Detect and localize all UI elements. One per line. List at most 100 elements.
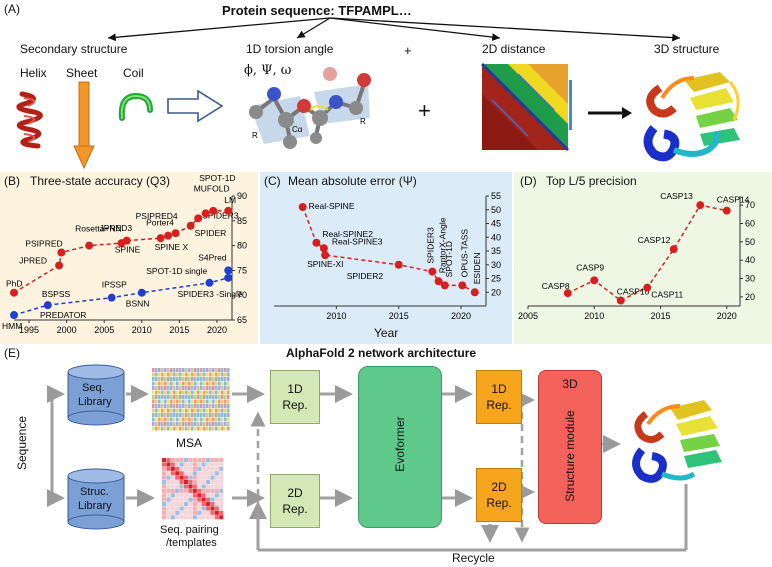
msa-cell — [185, 386, 188, 390]
msa-cell — [167, 408, 170, 413]
distance-map-image — [480, 62, 572, 152]
msa-cell — [185, 390, 188, 395]
point-label: CASP13 — [660, 191, 693, 201]
msa-cell — [194, 377, 197, 381]
msa-cell — [200, 395, 203, 399]
msa-cell — [203, 381, 206, 386]
heatmap-cell — [210, 480, 215, 485]
data-point — [171, 229, 180, 238]
heatmap-cell — [192, 480, 197, 485]
msa-cell — [164, 368, 167, 372]
msa-cell — [158, 417, 161, 422]
msa-cell — [188, 395, 191, 399]
heatmap-cell — [210, 466, 215, 471]
panel-e: (E) AlphaFold 2 network architecture — [0, 344, 772, 567]
heatmap-cell — [184, 506, 189, 511]
point-label: ESIDEN — [472, 253, 482, 285]
msa-cell — [215, 386, 218, 390]
heatmap-cell — [201, 506, 206, 511]
data-point — [394, 260, 403, 269]
msa-cell — [155, 417, 158, 422]
heatmap-cell — [175, 458, 180, 463]
heatmap-cell — [219, 506, 224, 511]
msa-cell — [221, 386, 224, 390]
heatmap-cell — [175, 515, 180, 520]
msa-cell — [200, 408, 203, 413]
data-point — [319, 244, 328, 253]
msa-cell — [155, 368, 158, 372]
rep-1d-right-box[interactable]: 1D Rep. — [476, 370, 522, 424]
msa-cell — [173, 417, 176, 422]
msa-cell — [167, 390, 170, 395]
y-tick-label: 75 — [237, 265, 247, 275]
evoformer-block[interactable]: Evoformer — [358, 366, 442, 528]
heatmap-cell — [219, 462, 224, 467]
msa-cell — [179, 381, 182, 386]
heatmap-cell — [206, 466, 211, 471]
msa-cell — [218, 390, 221, 395]
msa-cell — [200, 422, 203, 426]
msa-cell — [182, 390, 185, 395]
msa-cell — [227, 426, 230, 431]
heatmap-cell — [219, 502, 224, 507]
struc-library-label-1: Struc. — [80, 486, 109, 498]
msa-cell — [182, 386, 185, 390]
x-tick-label: 2015 — [169, 325, 189, 335]
series-line-0 — [301, 206, 476, 293]
msa-cell — [173, 368, 176, 372]
rep-2d-right-box[interactable]: 2D Rep. — [476, 468, 522, 522]
msa-cell — [152, 390, 155, 395]
msa-cell — [203, 408, 206, 413]
x-tick-label: 1995 — [19, 325, 39, 335]
msa-cell — [191, 399, 194, 404]
msa-cell — [197, 399, 200, 404]
heatmap-cell — [166, 466, 171, 471]
rep-2d-left-box[interactable]: 2D Rep. — [270, 474, 320, 528]
heatmap-cell — [214, 475, 219, 480]
heatmap-cell — [162, 506, 167, 511]
heatmap-cell — [162, 475, 167, 480]
heatmap-cell — [197, 502, 202, 507]
msa-cell — [170, 422, 173, 426]
msa-cell — [185, 426, 188, 431]
heatmap-cell — [166, 475, 171, 480]
x-tick-label: 2000 — [57, 325, 77, 335]
msa-cell — [212, 381, 215, 386]
msa-cell — [191, 381, 194, 386]
seq-library-cylinder[interactable] — [66, 364, 126, 426]
msa-cell — [170, 386, 173, 390]
msa-cell — [173, 404, 176, 408]
msa-cell — [164, 413, 167, 417]
heatmap-cell — [188, 502, 193, 507]
msa-cell — [161, 417, 164, 422]
evoformer-label: Evoformer — [393, 416, 407, 472]
msa-cell — [194, 413, 197, 417]
heatmap-cell — [166, 462, 171, 467]
structure-module-block[interactable]: 3D Structure module — [538, 370, 602, 524]
struc-library-cylinder[interactable] — [66, 468, 126, 530]
point-label: CASP10 — [617, 287, 650, 297]
heatmap-cell — [192, 497, 197, 502]
msa-cell — [197, 390, 200, 395]
heatmap-cell — [166, 510, 171, 515]
msa-cell — [182, 377, 185, 381]
heatmap-cell — [179, 497, 184, 502]
data-point — [194, 214, 203, 223]
msa-cell — [170, 390, 173, 395]
msa-cell — [155, 408, 158, 413]
msa-cell — [176, 368, 179, 372]
y-tick-label: 55 — [491, 191, 501, 201]
data-point — [224, 273, 233, 282]
msa-cell — [152, 372, 155, 377]
point-label: HMM — [2, 321, 22, 331]
point-label: S4Pred — [198, 252, 227, 262]
panel-a-title: Protein sequence: TFPAMPL… — [222, 3, 412, 18]
seq-library-label-1: Seq. — [82, 382, 105, 394]
rep-1d-left-box[interactable]: 1D Rep. — [270, 370, 320, 424]
heatmap-cell — [162, 480, 167, 485]
heatmap-cell — [170, 515, 175, 520]
msa-cell — [173, 395, 176, 399]
msa-cell — [224, 426, 227, 431]
msa-cell — [164, 408, 167, 413]
